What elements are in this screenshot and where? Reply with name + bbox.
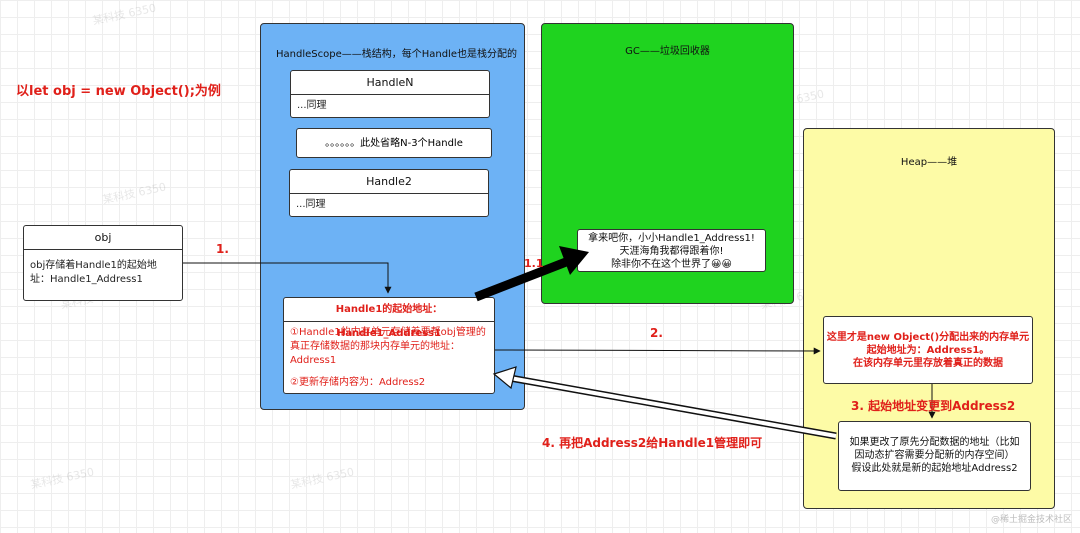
arrow-gc-grab-head	[559, 246, 589, 275]
handle1-line2: ②更新存储内容为：Address2	[290, 377, 426, 388]
arrow-relocate-to-handle1-head	[492, 366, 517, 390]
heap-title: Heap——堆	[900, 157, 958, 168]
handle-scope-title: HandleScope——栈结构，每个Handle也是栈分配的	[276, 49, 517, 60]
site-watermark: @稀土掘金技术社区	[990, 515, 1072, 525]
ellipsis-note-box: 。。。。。。此处省略N-3个Handle	[296, 128, 492, 158]
gc-speech-line-2: 天涯海角我都得跟着你!	[619, 246, 724, 257]
handle1-title: Handle1的起始地址：Handle1_Address1	[284, 298, 494, 339]
handle2-box: Handle2 ...同理	[289, 169, 489, 217]
obj-box-title: obj	[24, 226, 182, 250]
step1-1-label: 1.1	[524, 257, 544, 270]
step1-label: 1.	[216, 242, 229, 256]
arrow-gc-grab	[474, 257, 568, 302]
gc-title: GC——垃圾回收器	[625, 46, 710, 57]
new-object-line-1: 这里才是new Object()分配出来的内存单元	[826, 332, 1030, 343]
arrow-relocate-to-handle1-inner	[509, 376, 837, 438]
step4-label: 4. 再把Address2给Handle1管理即可	[542, 436, 763, 450]
handle1-box: Handle1的起始地址：Handle1_Address1 ①Handle1的内…	[283, 297, 495, 394]
step3-label: 3. 起始地址变更到Address2	[851, 399, 1016, 413]
new-object-box: 这里才是new Object()分配出来的内存单元 起始地址为：Address1…	[823, 316, 1033, 384]
handle1-line1: ①Handle1的内存单元存储着要帮obj管理的真正存储数据的那块内存单元的地址…	[290, 327, 486, 366]
arrow-obj-to-handle1	[183, 262, 392, 294]
handle2-body: ...同理	[296, 199, 326, 210]
new-object-line-2: 起始地址为：Address1。	[866, 345, 990, 356]
example-title: 以let obj = new Object();为例	[16, 84, 221, 99]
handle2-title: Handle2	[290, 170, 488, 194]
arrow-handle1-to-heap	[494, 347, 821, 355]
relocate-line-3: 假设此处就是新的起始地址Address2	[851, 463, 1018, 474]
new-object-line-3: 在该内存单元里存放着真正的数据	[853, 358, 1003, 369]
handle-n-title: HandleN	[291, 71, 489, 95]
gc-speech-line-1: 拿来吧你，小小Handle1_Address1!	[588, 233, 755, 244]
handle-n-box: HandleN ...同理	[290, 70, 490, 118]
obj-box-body: obj存储着Handle1的起始地址：Handle1_Address1	[30, 260, 157, 285]
handle-n-body: ...同理	[297, 100, 327, 111]
gc-speech-line-3: 除非你不在这个世界了😀😀	[611, 259, 732, 270]
relocate-box: 如果更改了原先分配数据的地址（比如 因动态扩容需要分配新的内存空间） 假设此处就…	[838, 421, 1031, 491]
step2-label: 2.	[650, 326, 663, 340]
ellipsis-note-text: 。。。。。。此处省略N-3个Handle	[325, 138, 463, 149]
relocate-line-2: 因动态扩容需要分配新的内存空间）	[854, 450, 1015, 461]
obj-box: obj obj存储着Handle1的起始地址：Handle1_Address1	[23, 225, 183, 301]
relocate-line-1: 如果更改了原先分配数据的地址（比如	[849, 437, 1020, 448]
